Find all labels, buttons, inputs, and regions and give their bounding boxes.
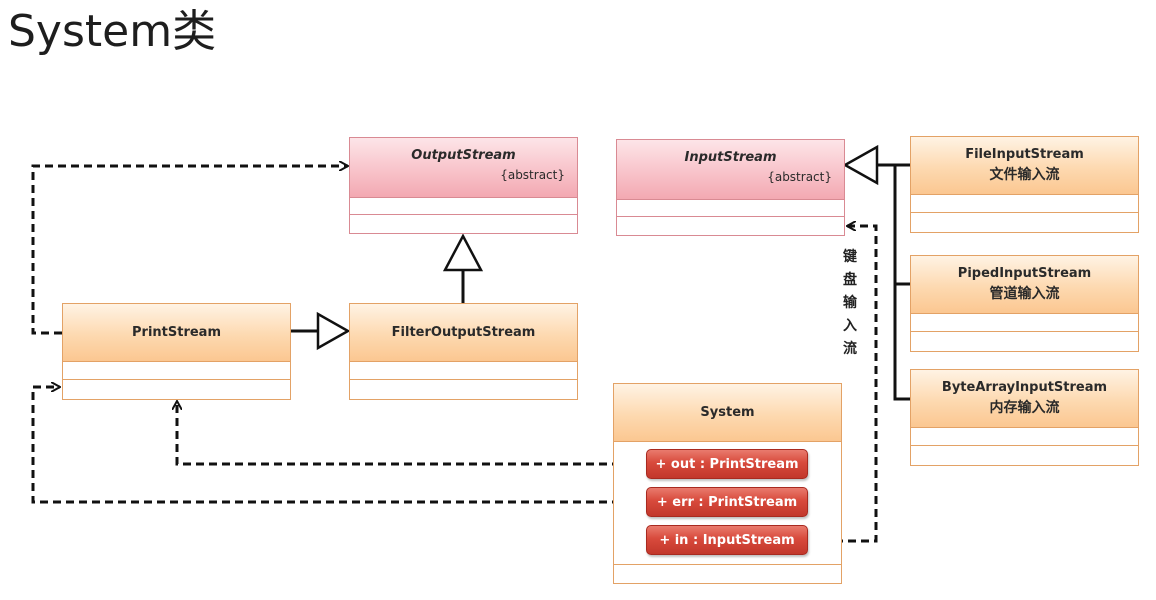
class-inputstream-name: InputStream <box>684 150 777 165</box>
class-inputstream-attributes <box>617 200 844 217</box>
class-system-name-compartment: System <box>614 384 841 442</box>
class-bytearrayinputstream-operations <box>911 446 1138 465</box>
err-field-to-printstream-dependency <box>31 387 646 504</box>
class-printstream-name-compartment: PrintStream <box>63 304 290 362</box>
class-system-operations <box>614 565 841 583</box>
class-printstream-attributes <box>63 362 290 380</box>
outputstream-generalization-arrowhead <box>442 233 484 272</box>
class-bytearrayinputstream-name: ByteArrayInputStream <box>941 380 1108 395</box>
class-inputstream[interactable]: InputStream {abstract} <box>616 139 845 236</box>
page-title: System类 <box>8 6 217 57</box>
class-bytearrayinputstream[interactable]: ByteArrayInputStream 内存输入流 <box>910 369 1139 466</box>
class-outputstream-name: OutputStream <box>411 148 516 163</box>
class-fileinputstream-cn-label: 文件输入流 <box>989 167 1060 183</box>
system-field-in[interactable]: + in : InputStream <box>646 525 808 555</box>
class-pipedinputstream-attributes <box>911 314 1138 332</box>
class-bytearrayinputstream-cn-label: 内存输入流 <box>989 400 1060 416</box>
class-pipedinputstream-name-compartment: PipedInputStream 管道输入流 <box>911 256 1138 314</box>
filteroutputstream-generalization-arrowhead <box>316 311 351 351</box>
class-outputstream-attributes <box>350 198 577 215</box>
class-filteroutputstream-attributes <box>350 362 577 380</box>
class-filteroutputstream-name: FilterOutputStream <box>391 325 536 340</box>
class-outputstream-stereotype: {abstract} <box>500 168 565 182</box>
class-system-name: System <box>700 405 755 420</box>
class-bytearrayinputstream-name-compartment: ByteArrayInputStream 内存输入流 <box>911 370 1138 428</box>
class-filteroutputstream-name-compartment: FilterOutputStream <box>350 304 577 362</box>
class-filteroutputstream[interactable]: FilterOutputStream <box>349 303 578 400</box>
class-bytearrayinputstream-attributes <box>911 428 1138 446</box>
inputstream-subclasses-generalization <box>877 163 910 401</box>
class-pipedinputstream-name: PipedInputStream <box>957 266 1092 281</box>
class-outputstream-operations <box>350 215 577 233</box>
out-field-to-printstream-dependency <box>177 401 646 466</box>
class-outputstream[interactable]: OutputStream {abstract} <box>349 137 578 234</box>
class-pipedinputstream-cn-label: 管道输入流 <box>989 286 1060 302</box>
class-fileinputstream-name-compartment: FileInputStream 文件输入流 <box>911 137 1138 195</box>
class-fileinputstream-attributes <box>911 195 1138 213</box>
inputstream-generalization-arrowhead <box>842 144 879 186</box>
class-filteroutputstream-operations <box>350 380 577 399</box>
class-printstream-name: PrintStream <box>132 325 221 340</box>
class-system[interactable]: System + out : PrintStream + err : Print… <box>613 383 842 584</box>
class-pipedinputstream[interactable]: PipedInputStream 管道输入流 <box>910 255 1139 352</box>
class-inputstream-stereotype: {abstract} <box>767 170 832 184</box>
keyboard-input-stream-label: 键盘输入流 <box>843 249 857 357</box>
class-outputstream-name-compartment: OutputStream {abstract} <box>350 138 577 198</box>
system-field-out[interactable]: + out : PrintStream <box>646 449 808 479</box>
class-printstream-operations <box>63 380 290 399</box>
class-inputstream-name-compartment: InputStream {abstract} <box>617 140 844 200</box>
class-fileinputstream-name: FileInputStream <box>965 147 1084 162</box>
system-field-err[interactable]: + err : PrintStream <box>646 487 808 517</box>
class-fileinputstream[interactable]: FileInputStream 文件输入流 <box>910 136 1139 233</box>
class-fileinputstream-operations <box>911 213 1138 232</box>
class-inputstream-operations <box>617 217 844 235</box>
class-printstream[interactable]: PrintStream <box>62 303 291 400</box>
class-pipedinputstream-operations <box>911 332 1138 351</box>
class-system-fields: + out : PrintStream + err : PrintStream … <box>614 442 841 565</box>
